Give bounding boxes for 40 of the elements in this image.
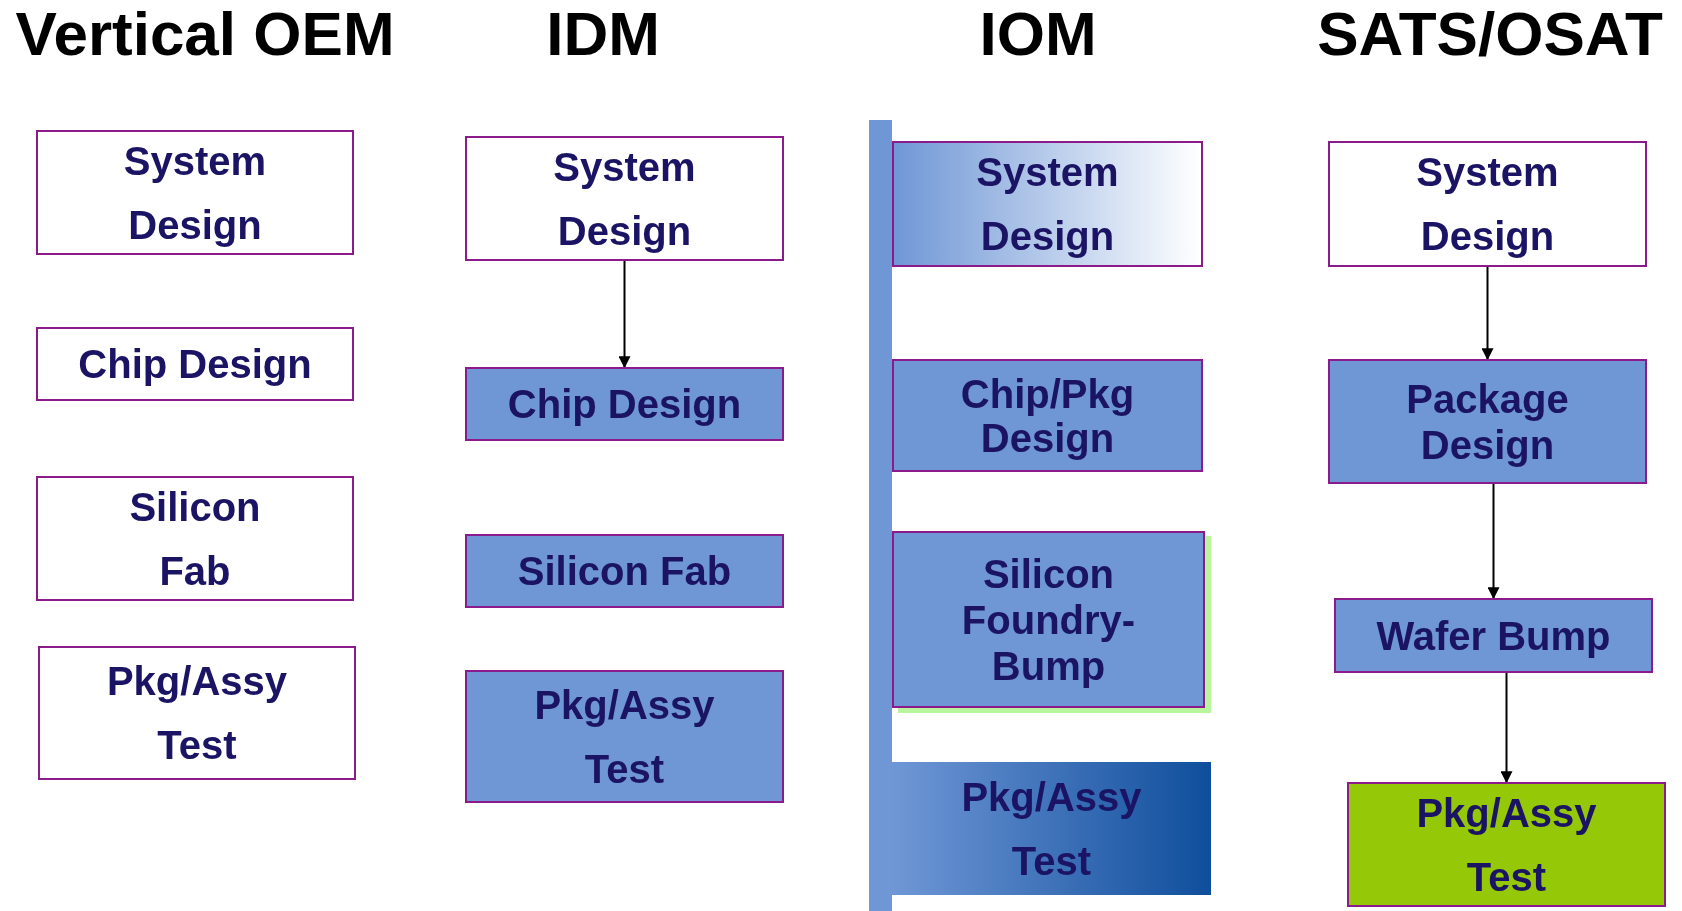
process-box xyxy=(465,136,784,261)
column-heading: IDM xyxy=(546,0,660,69)
arrow xyxy=(1500,672,1513,784)
box-label: Pkg/Assy Test xyxy=(105,658,289,769)
box-label: Chip Design xyxy=(77,341,313,388)
process-box xyxy=(465,367,784,441)
arrow xyxy=(1487,483,1500,600)
process-box xyxy=(465,670,784,803)
arrow xyxy=(1481,266,1494,361)
vertical-bar xyxy=(869,120,892,911)
box-label: Package Design xyxy=(1405,375,1570,468)
process-box xyxy=(36,130,354,255)
process-box xyxy=(1334,598,1653,673)
box-label: Pkg/Assy Test xyxy=(533,681,716,793)
process-box xyxy=(892,141,1203,267)
box-label: Silicon Fab xyxy=(128,483,262,595)
box-label: Chip Design xyxy=(506,381,743,428)
column-heading: SATS/OSAT xyxy=(1317,0,1663,69)
process-box xyxy=(1328,141,1647,267)
process-box xyxy=(465,534,784,608)
column-heading: IOM xyxy=(979,0,1097,69)
process-box xyxy=(1328,359,1647,484)
box-label: Silicon Fab xyxy=(516,548,733,595)
box-label: Wafer Bump xyxy=(1375,612,1612,660)
box-label: System Design xyxy=(975,149,1120,260)
box-label: Silicon Foundry- Bump xyxy=(960,550,1137,689)
column-heading: Vertical OEM xyxy=(15,0,395,69)
box-label: System Design xyxy=(552,143,697,255)
process-box xyxy=(1347,782,1666,907)
process-box xyxy=(38,646,356,780)
arrow xyxy=(618,260,631,369)
process-box xyxy=(892,762,1211,895)
process-box xyxy=(36,476,354,601)
box-label: System Design xyxy=(122,137,268,249)
process-box xyxy=(36,327,354,401)
box-label: Pkg/Assy Test xyxy=(960,773,1143,885)
box-label: Chip/Pkg Design xyxy=(959,371,1136,460)
box-label: System Design xyxy=(1415,149,1560,260)
box-label: Pkg/Assy Test xyxy=(1415,789,1598,901)
process-box xyxy=(892,359,1203,472)
